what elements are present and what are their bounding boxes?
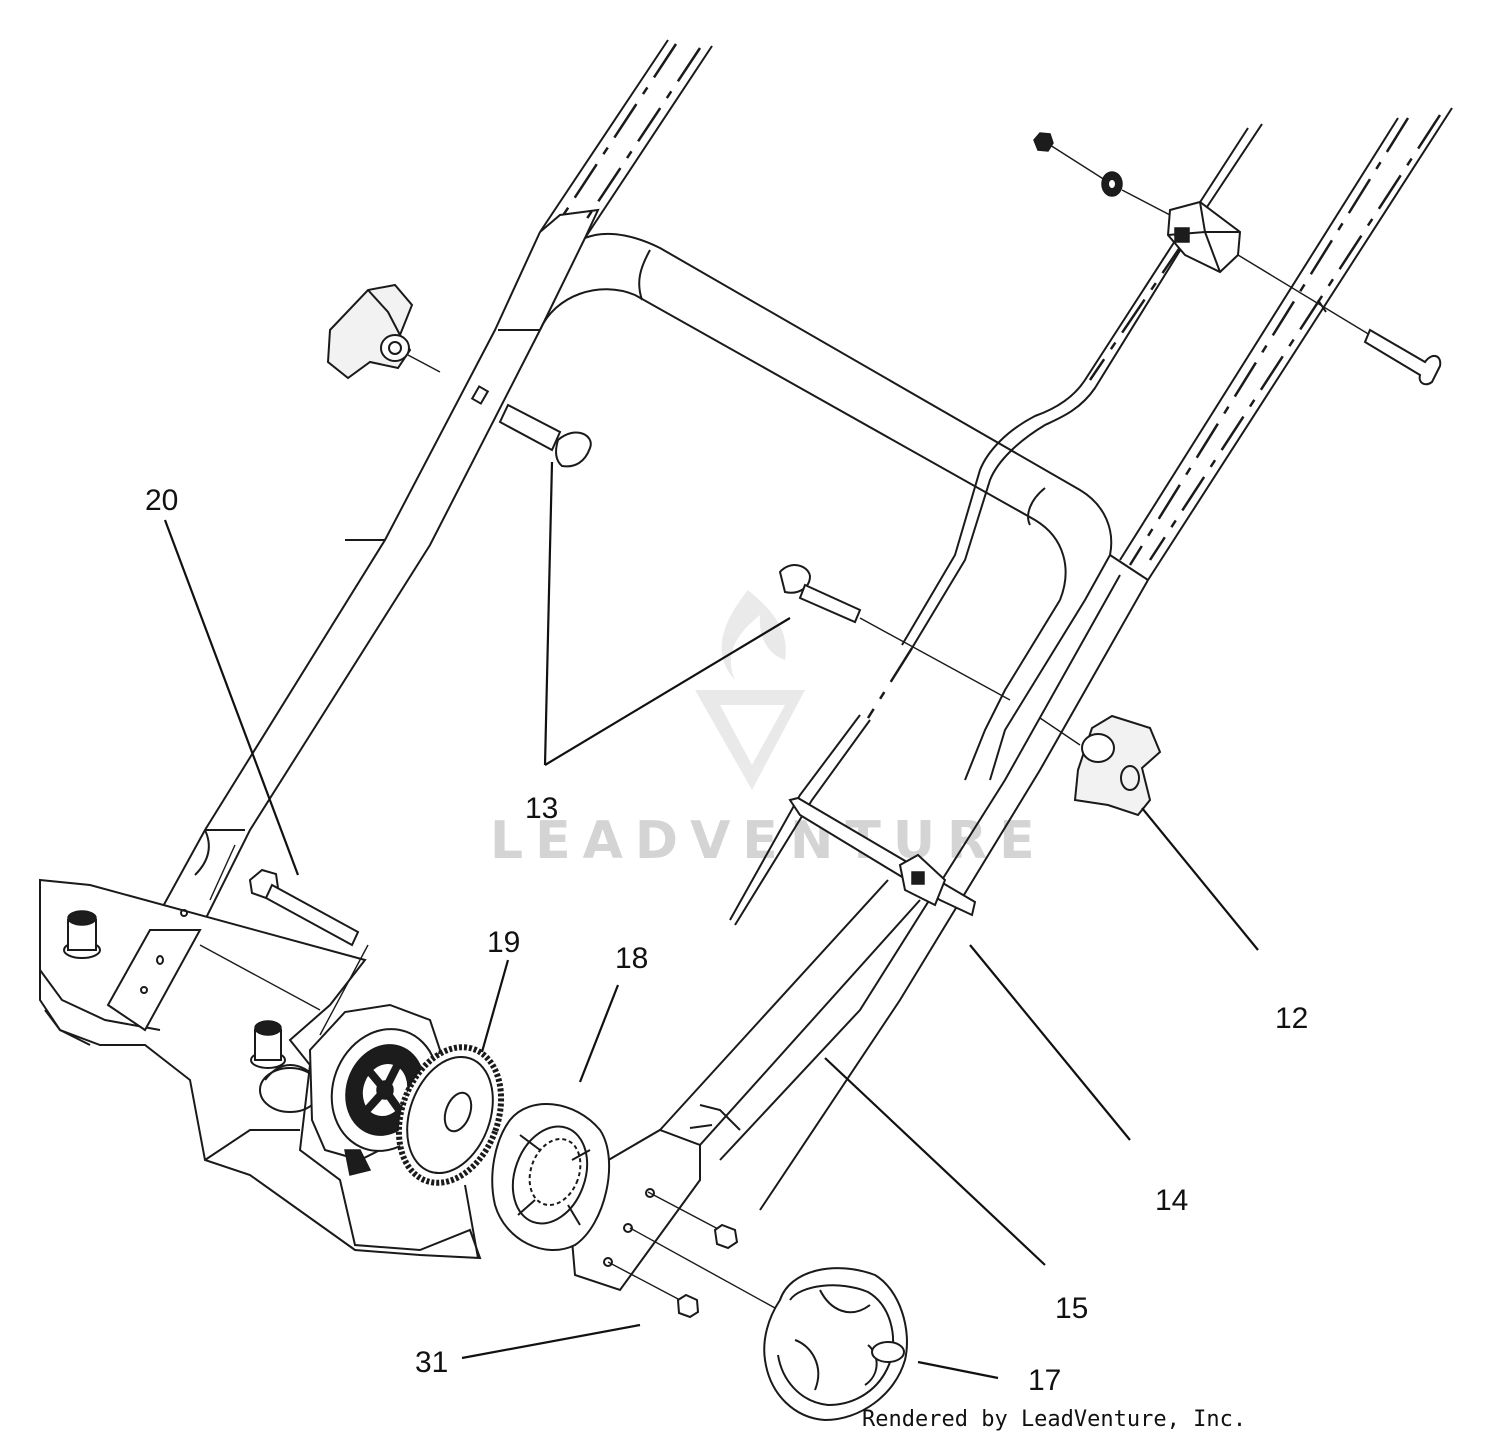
cable-guide-assembly (1033, 132, 1442, 386)
right-upper-handle-tube (699, 107, 1453, 1211)
callout-20: 20 (145, 484, 178, 517)
callout-15: 15 (1055, 1292, 1088, 1325)
callout-18: 18 (615, 942, 648, 975)
callout-31: 31 (415, 1346, 448, 1379)
callout-13: 13 (525, 792, 558, 825)
gear-ring (395, 1044, 505, 1259)
leadventure-logo-icon (695, 590, 805, 790)
control-cable (729, 123, 1263, 926)
screws (607, 1191, 776, 1319)
callout-17: 17 (1028, 1364, 1061, 1397)
left-upper-handle-tube (539, 39, 713, 239)
upper-left-knob (326, 283, 441, 380)
callout-12: 12 (1275, 1002, 1308, 1035)
wheel-cap (763, 1267, 908, 1422)
callout-19: 19 (487, 926, 520, 959)
adjuster-cup (491, 1103, 611, 1251)
right-knob (1039, 714, 1162, 817)
cable-tie (788, 796, 977, 917)
carriage-bolt-middle (778, 564, 1011, 701)
carriage-bolt-upper (470, 385, 592, 468)
hex-bolt (199, 868, 369, 1036)
callout-14: 14 (1155, 1184, 1188, 1217)
callout-labels: 20 13 12 14 15 17 18 19 31 (145, 484, 1308, 1397)
handle-frame (107, 231, 1113, 1031)
render-credit: Rendered by LeadVenture, Inc. (862, 1407, 1246, 1432)
mower-deck-housing (39, 878, 482, 1260)
leader-lines (163, 461, 1259, 1380)
watermark-text: LEADVENTURE (490, 811, 1047, 871)
watermark: LEADVENTURE (490, 590, 1047, 871)
